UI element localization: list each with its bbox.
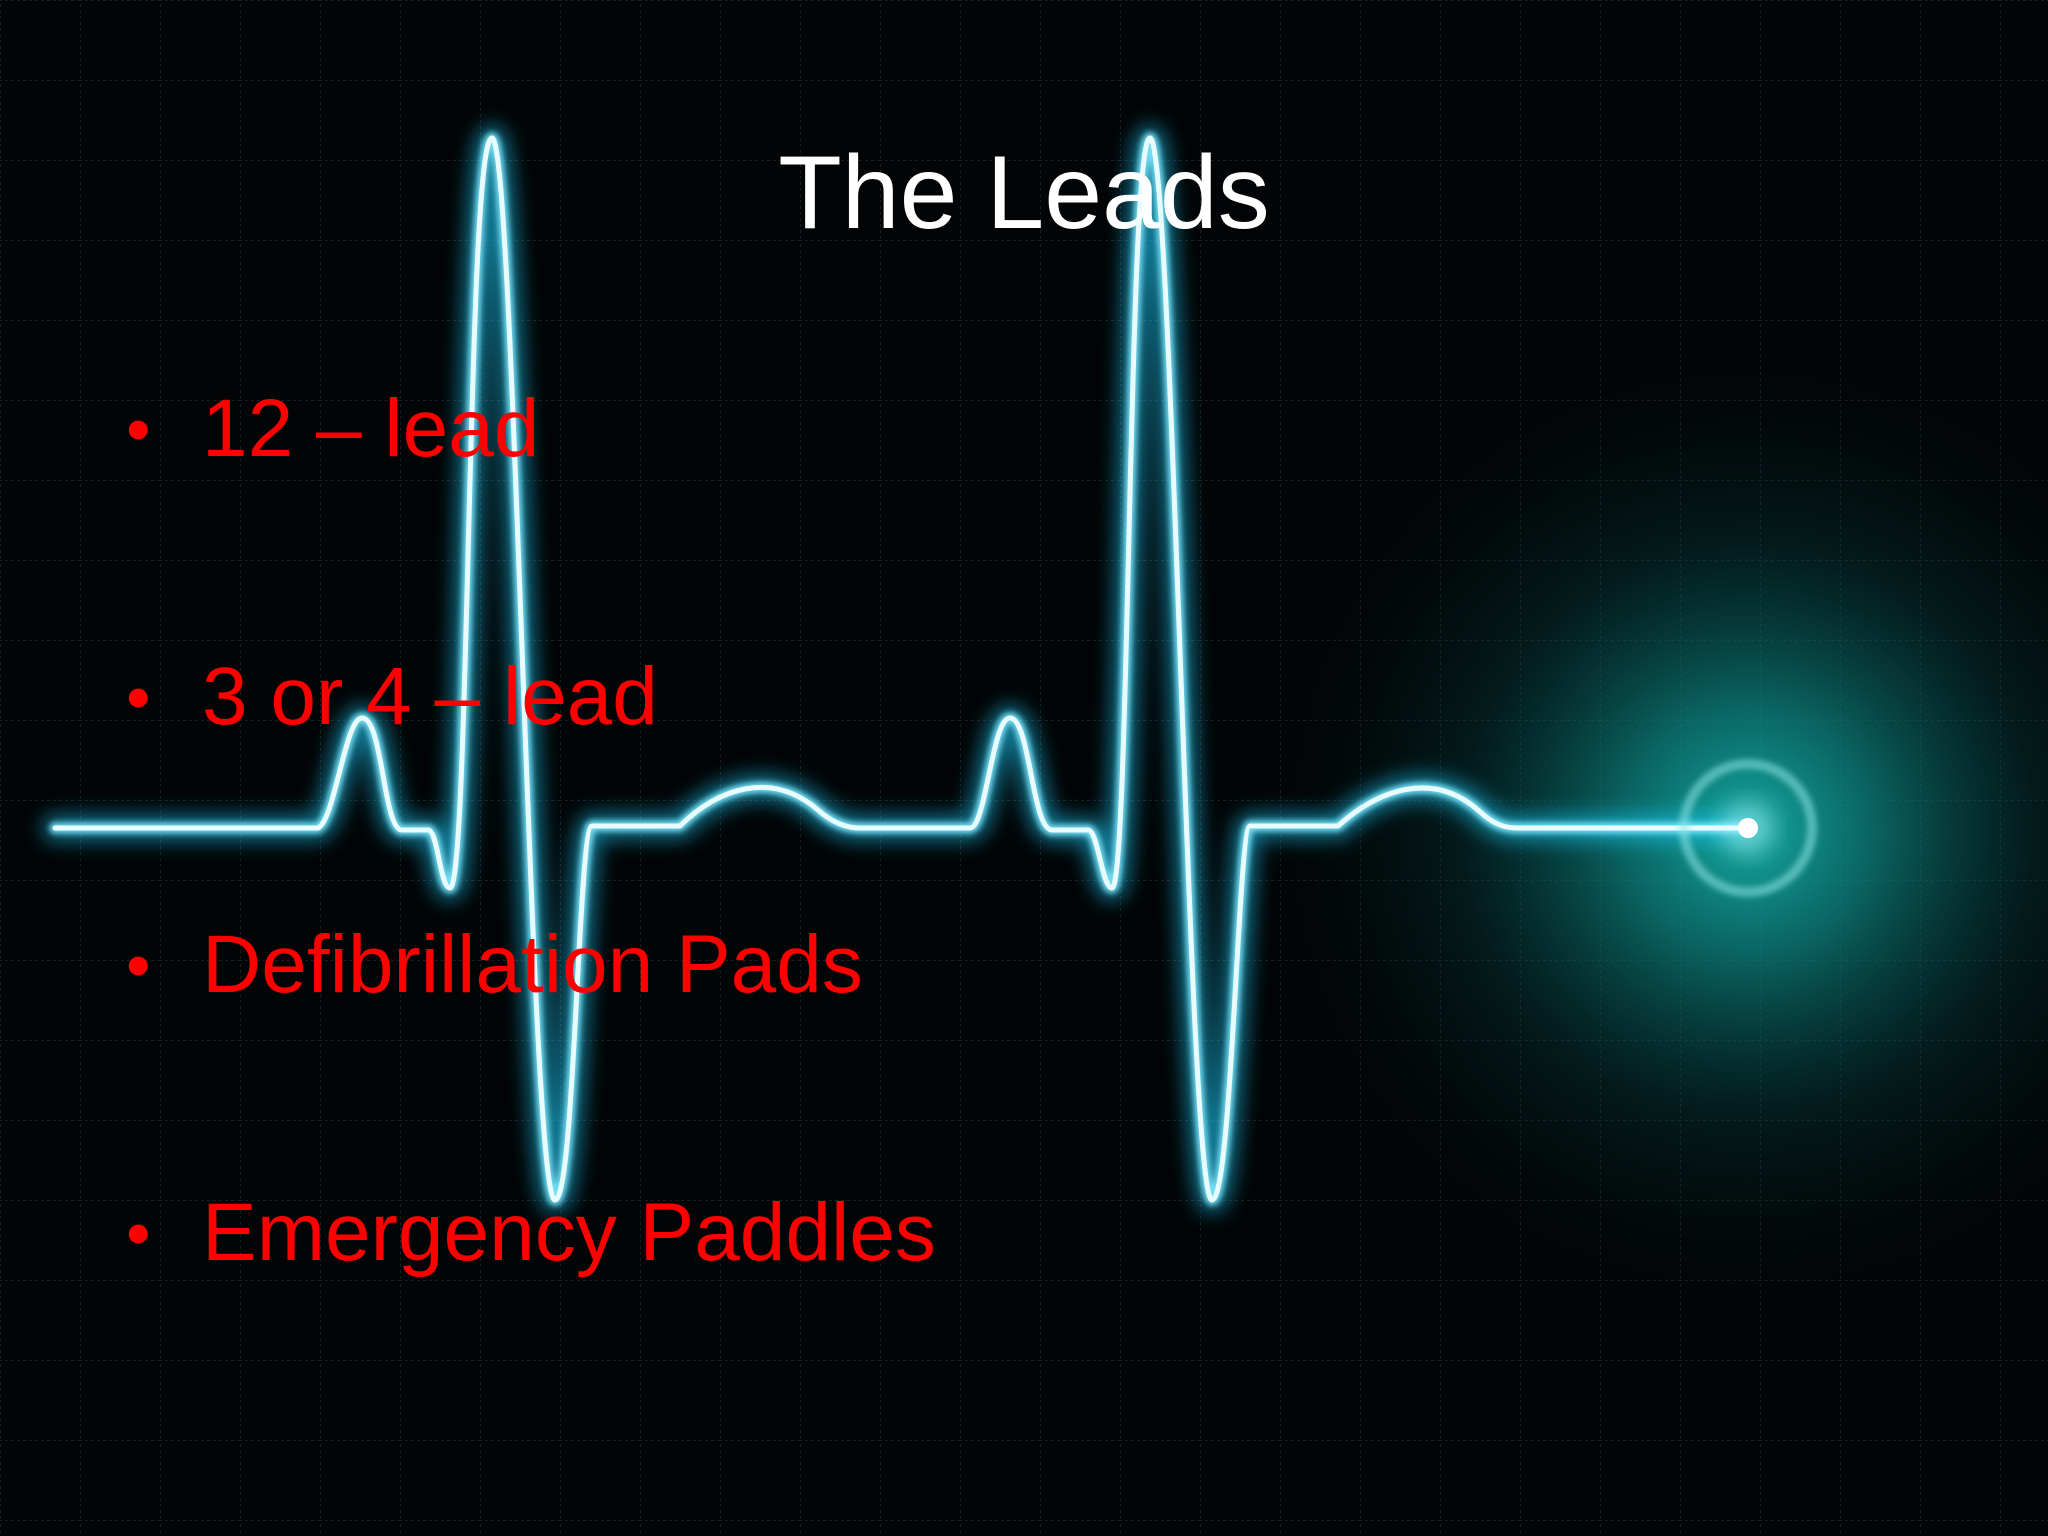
bullet-item-3-or-4-lead: • 3 or 4 – lead	[118, 646, 936, 914]
ecg-trace	[42, 125, 1761, 1213]
bullet-text: Emergency Paddles	[202, 1187, 936, 1278]
bullet-marker: •	[126, 1194, 151, 1272]
bullet-list: • 12 – lead • 3 or 4 – lead • Defibrilla…	[118, 378, 936, 1450]
bullet-item-12-lead: • 12 – lead	[118, 378, 936, 646]
bullet-item-emergency-paddles: • Emergency Paddles	[118, 1182, 936, 1450]
bullet-marker: •	[126, 926, 151, 1004]
bullet-marker: •	[126, 390, 151, 468]
bullet-text: 3 or 4 – lead	[202, 651, 658, 742]
slide-title: The Leads	[778, 135, 1270, 251]
ecg-end-point	[1679, 759, 1817, 897]
bullet-text: 12 – lead	[202, 383, 540, 474]
bullet-item-defibrillation-pads: • Defibrillation Pads	[118, 914, 936, 1182]
bullet-text: Defibrillation Pads	[202, 919, 863, 1010]
bullet-marker: •	[126, 658, 151, 736]
